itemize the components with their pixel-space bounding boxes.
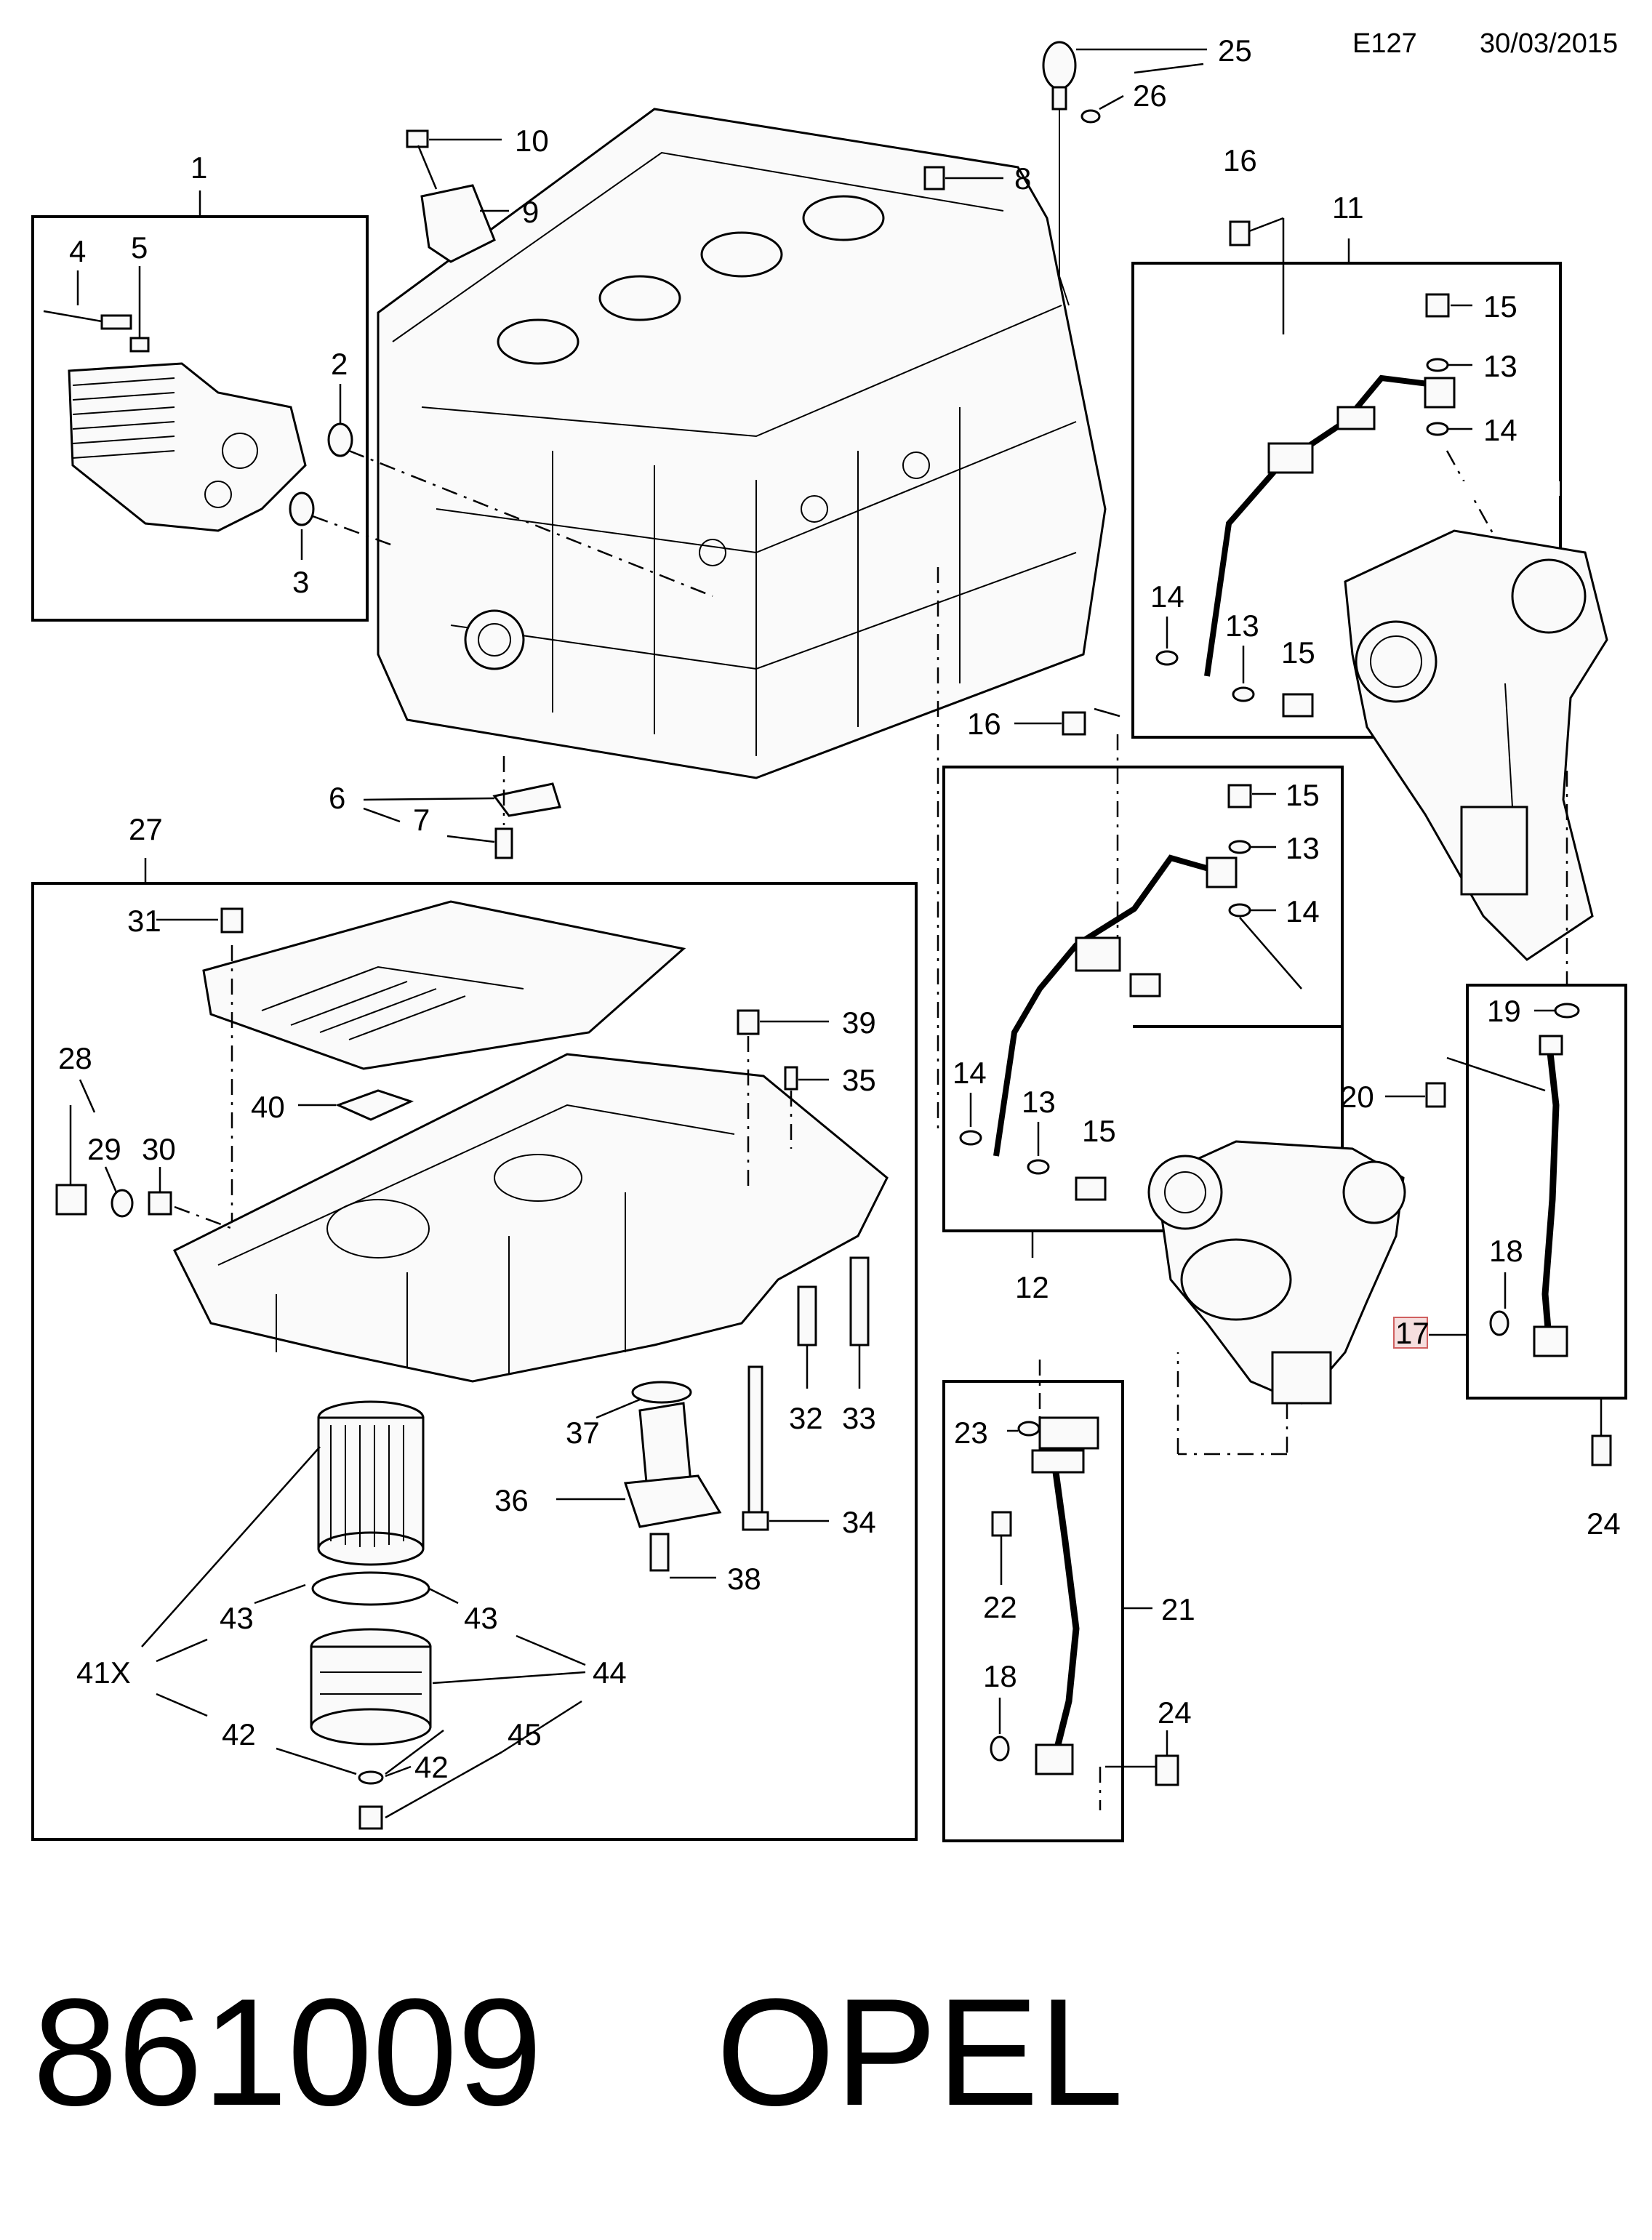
callout-5: 5 (131, 230, 148, 265)
callout-16-lower: 16 (967, 707, 1001, 741)
callout-15-b: 15 (1281, 635, 1315, 670)
callout-43-left: 43 (220, 1601, 254, 1635)
callout-28: 28 (58, 1041, 92, 1075)
callout-45: 45 (508, 1717, 542, 1751)
header-date: 30/03/2015 (1480, 28, 1618, 59)
callout-27: 27 (129, 812, 163, 846)
callout-13-a: 13 (1483, 349, 1517, 383)
engine-block-illustration (377, 108, 1107, 779)
oil-return-pipe-illustration (1533, 1035, 1568, 1357)
callout-39: 39 (842, 1005, 876, 1040)
callout-24-right: 24 (1587, 1506, 1621, 1541)
callout-13-b: 13 (1225, 609, 1259, 643)
callout-17-highlight (1393, 1317, 1428, 1349)
oil-feed-pipe-upper-illustration (1204, 374, 1456, 677)
dipstick-illustration (1042, 41, 1077, 306)
turbocharger-illustration-upper (1344, 529, 1608, 961)
callout-6: 6 (329, 781, 345, 815)
callout-2: 2 (331, 347, 348, 381)
callout-22: 22 (983, 1590, 1017, 1624)
footer-brand: OPEL (716, 1967, 1123, 2137)
callout-35: 35 (842, 1063, 876, 1097)
callout-36: 36 (494, 1483, 529, 1517)
callout-14-b: 14 (1150, 579, 1184, 614)
turbocharger-illustration-lower (1147, 1140, 1406, 1405)
callout-15-a: 15 (1483, 289, 1517, 324)
callout-23: 23 (954, 1416, 988, 1450)
sensor-illustration (406, 129, 496, 263)
callout-38: 38 (727, 1562, 761, 1596)
footer-part-number: 861009 (33, 1967, 542, 2137)
callout-13-d: 13 (1022, 1085, 1056, 1119)
callout-43-right: 43 (464, 1601, 498, 1635)
callout-19: 19 (1487, 994, 1521, 1028)
callout-14-c: 14 (1286, 894, 1320, 928)
group-box-17 (1466, 984, 1627, 1400)
callout-10: 10 (515, 124, 549, 158)
group-box-11 (1131, 262, 1562, 739)
header-code: E127 (1352, 28, 1417, 59)
oil-baffle-illustration (202, 900, 686, 1070)
callout-1: 1 (191, 150, 207, 185)
callout-16-upper: 16 (1223, 143, 1257, 177)
callout-14-a: 14 (1483, 413, 1517, 447)
callout-12: 12 (1015, 1270, 1049, 1304)
callout-20: 20 (1340, 1080, 1374, 1114)
callout-4: 4 (69, 234, 86, 268)
callout-24-lower: 24 (1158, 1695, 1192, 1730)
callout-42-left: 42 (222, 1717, 256, 1751)
callout-30: 30 (142, 1132, 176, 1166)
callout-8: 8 (1014, 161, 1031, 196)
callout-41x: 41X (76, 1655, 131, 1690)
group-box-21 (942, 1380, 1124, 1842)
callout-29: 29 (87, 1132, 121, 1166)
callout-18-upper: 18 (1489, 1234, 1523, 1268)
callout-42-right: 42 (414, 1750, 449, 1784)
oil-return-pipe-lower-illustration (1031, 1449, 1085, 1775)
callout-31: 31 (127, 904, 161, 938)
callout-14-d: 14 (953, 1056, 987, 1090)
callout-34: 34 (842, 1505, 876, 1539)
oil-filter-cap-illustration (310, 1628, 432, 1746)
callout-32: 32 (789, 1401, 823, 1435)
oil-feed-pipe-lower-illustration (993, 854, 1238, 1157)
callout-33: 33 (842, 1401, 876, 1435)
callout-44: 44 (593, 1655, 627, 1690)
callout-3: 3 (292, 565, 309, 599)
callout-13-c: 13 (1286, 831, 1320, 865)
callout-15-d: 15 (1082, 1114, 1116, 1148)
oil-filter-illustration (317, 1400, 425, 1566)
callout-21: 21 (1161, 1592, 1195, 1626)
callout-11: 11 (1332, 190, 1364, 225)
callout-40: 40 (251, 1090, 285, 1124)
callout-9: 9 (522, 195, 539, 229)
oil-cooler-illustration (68, 362, 307, 532)
callout-18-lower: 18 (983, 1659, 1017, 1693)
callout-17: 17 (1395, 1316, 1430, 1350)
group-box-27 (31, 882, 918, 1841)
callout-7: 7 (413, 803, 430, 837)
callout-15-c: 15 (1286, 778, 1320, 812)
callout-37: 37 (566, 1416, 600, 1450)
oil-pan-illustration (172, 1053, 889, 1383)
callout-26: 26 (1133, 79, 1167, 113)
callout-25: 25 (1218, 33, 1252, 68)
